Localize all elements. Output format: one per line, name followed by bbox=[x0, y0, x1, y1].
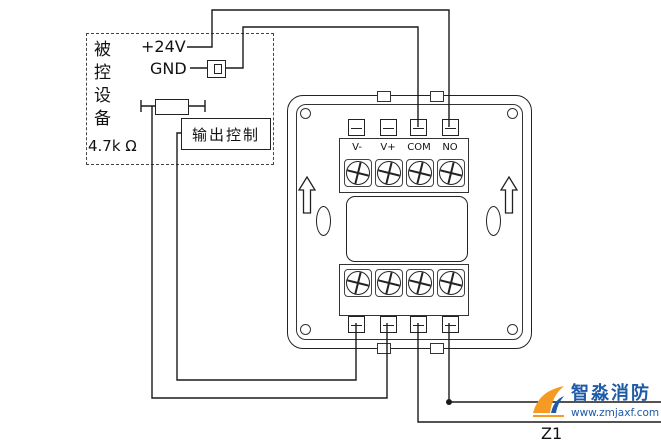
wire-output-1 bbox=[151, 106, 388, 399]
connector-icon bbox=[207, 60, 226, 78]
corner-hole-icon bbox=[300, 324, 311, 335]
corner-hole-icon bbox=[507, 324, 518, 335]
up-arrow-icon bbox=[298, 176, 316, 214]
mount-clip-icon bbox=[377, 343, 391, 354]
brand-logo-icon bbox=[533, 386, 564, 417]
terminal-screw-icon bbox=[344, 159, 372, 187]
mount-clip-icon bbox=[377, 91, 391, 102]
mount-clip-icon bbox=[430, 91, 444, 102]
controlled-device-box bbox=[86, 33, 274, 165]
up-arrow-icon bbox=[500, 176, 518, 214]
terminal-screw-icon bbox=[437, 159, 465, 187]
corner-hole-icon bbox=[300, 108, 311, 119]
module-inner-frame bbox=[296, 104, 523, 340]
wire-clamp bbox=[442, 316, 459, 333]
wire-z-bus-lower bbox=[417, 323, 661, 423]
mount-clip-icon bbox=[430, 343, 444, 354]
terminal-label: COM bbox=[407, 142, 431, 153]
mounting-slot-icon bbox=[486, 206, 501, 236]
terminal-label: V- bbox=[352, 142, 362, 153]
brand-url: www.zmjaxf.com bbox=[571, 407, 660, 419]
terminal-screw-icon bbox=[375, 269, 403, 297]
wire-gnd bbox=[224, 26, 419, 127]
wire-clamp bbox=[380, 316, 397, 333]
junction-dot bbox=[446, 399, 452, 405]
output-control-box: 输出控制 bbox=[181, 118, 271, 150]
wire-clamp bbox=[380, 119, 397, 136]
resistor-icon bbox=[155, 99, 189, 115]
brand-name: 智淼消防 bbox=[571, 383, 651, 404]
connector-pin-icon bbox=[214, 64, 222, 74]
wire-clamp bbox=[348, 119, 365, 136]
mounting-slot-icon bbox=[316, 206, 331, 236]
terminal-screw-icon bbox=[406, 159, 434, 187]
z1-bus-label: Z1 bbox=[541, 424, 563, 443]
watermark: 智淼消防 www.zmjaxf.com bbox=[528, 382, 661, 422]
power-24v-label: +24V bbox=[141, 37, 186, 56]
terminal-strip-bottom bbox=[339, 264, 469, 316]
terminal-label: NO bbox=[442, 142, 458, 153]
output-control-label: 输出控制 bbox=[191, 125, 260, 144]
center-cutout bbox=[346, 196, 468, 262]
terminal-label: V+ bbox=[380, 142, 396, 153]
wire-clamp bbox=[442, 119, 459, 136]
gnd-label: GND bbox=[150, 59, 187, 78]
resistor-value-label: 4.7k Ω bbox=[88, 137, 137, 155]
controlled-device-label: 被控设备 bbox=[90, 40, 110, 132]
terminal-strip-top: V- V+ COM NO bbox=[339, 138, 469, 193]
corner-hole-icon bbox=[507, 108, 518, 119]
terminal-screw-icon bbox=[406, 269, 434, 297]
terminal-screw-icon bbox=[375, 159, 403, 187]
terminal-screw-icon bbox=[344, 269, 372, 297]
terminal-screw-icon bbox=[437, 269, 465, 297]
wire-24v bbox=[187, 9, 450, 127]
wire-output-2 bbox=[176, 132, 357, 381]
